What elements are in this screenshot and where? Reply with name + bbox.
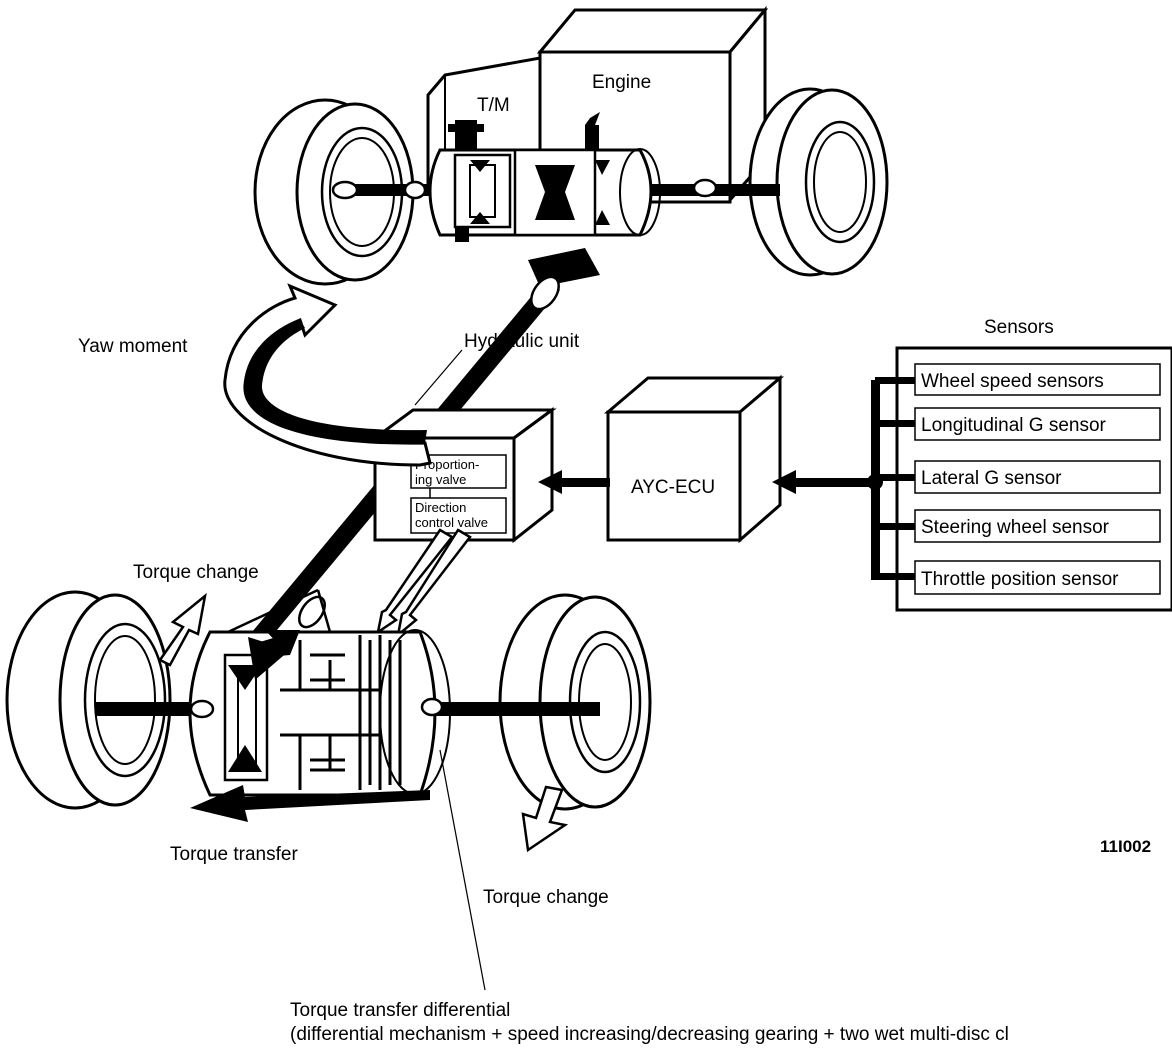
rear-left-wheel bbox=[5, 590, 172, 810]
rear-left-joint bbox=[189, 699, 215, 719]
proportioning-valve-label-1: Proportion- bbox=[415, 457, 479, 472]
propeller-shaft-arrowhead bbox=[248, 637, 290, 680]
yaw-moment-arrow bbox=[223, 283, 432, 467]
torque-change-right-arrow bbox=[521, 785, 569, 853]
sensors-to-ecu-arrow bbox=[772, 470, 883, 494]
front-right-cv-joint bbox=[692, 178, 718, 198]
front-left-cv-joint bbox=[331, 180, 359, 200]
front-axle-assembly bbox=[253, 5, 889, 286]
direction-control-valve-label-1: Direction bbox=[415, 500, 466, 515]
torque-change-left-label: Torque change bbox=[133, 562, 259, 583]
front-left-inner-joint bbox=[403, 180, 427, 200]
sensors-title: Sensors bbox=[984, 317, 1054, 338]
front-right-wheel bbox=[748, 87, 889, 277]
rear-axle-assembly bbox=[5, 588, 652, 811]
ecu-to-hydraulic-arrow bbox=[538, 470, 610, 494]
figure-code: 11I002 bbox=[1100, 837, 1151, 856]
caption-detail: (differential mechanism + speed increasi… bbox=[290, 1024, 1009, 1045]
torque-transfer-arrow bbox=[190, 785, 430, 822]
direction-control-valve-label-2: control valve bbox=[415, 515, 488, 530]
direction-control-valve-box bbox=[410, 497, 507, 534]
sensor-throttle-position: Throttle position sensor bbox=[921, 569, 1119, 590]
ayc-ecu-block bbox=[603, 374, 785, 544]
hydraulic-to-rear-arrows bbox=[376, 528, 472, 639]
torque-transfer-label: Torque transfer bbox=[170, 844, 298, 865]
caption-title: Torque transfer differential bbox=[290, 1000, 510, 1021]
proportioning-valve-label-2: ing valve bbox=[415, 472, 466, 487]
hydraulic-unit-leader bbox=[414, 349, 463, 406]
torque-change-right-label: Torque change bbox=[483, 887, 609, 908]
ayc-ecu-label: AYC-ECU bbox=[631, 477, 715, 498]
hydraulic-unit-label: Hydraulic unit bbox=[464, 331, 580, 352]
hydraulic-unit-block: Proportion- ing valve Direction control … bbox=[370, 407, 557, 544]
sensor-steering-wheel: Steering wheel sensor bbox=[921, 517, 1110, 538]
sensor-wheel-speed: Wheel speed sensors bbox=[921, 371, 1104, 392]
torque-change-left-arrow bbox=[158, 592, 207, 667]
engine-label: Engine bbox=[592, 72, 651, 93]
sensor-lateral-g: Lateral G sensor bbox=[921, 468, 1062, 489]
sensor-longitudinal-g: Longitudinal G sensor bbox=[921, 415, 1107, 436]
front-differential bbox=[428, 112, 661, 242]
transmission-label: T/M bbox=[477, 95, 510, 116]
caption-leader bbox=[439, 749, 486, 991]
sensors-panel: Wheel speed sensors Longitudinal G senso… bbox=[871, 346, 1172, 612]
yaw-moment-label: Yaw moment bbox=[78, 336, 188, 357]
rear-right-joint bbox=[420, 697, 444, 717]
sensor-list: Wheel speed sensors Longitudinal G senso… bbox=[914, 363, 1161, 595]
torque-transfer-differential bbox=[188, 588, 451, 797]
